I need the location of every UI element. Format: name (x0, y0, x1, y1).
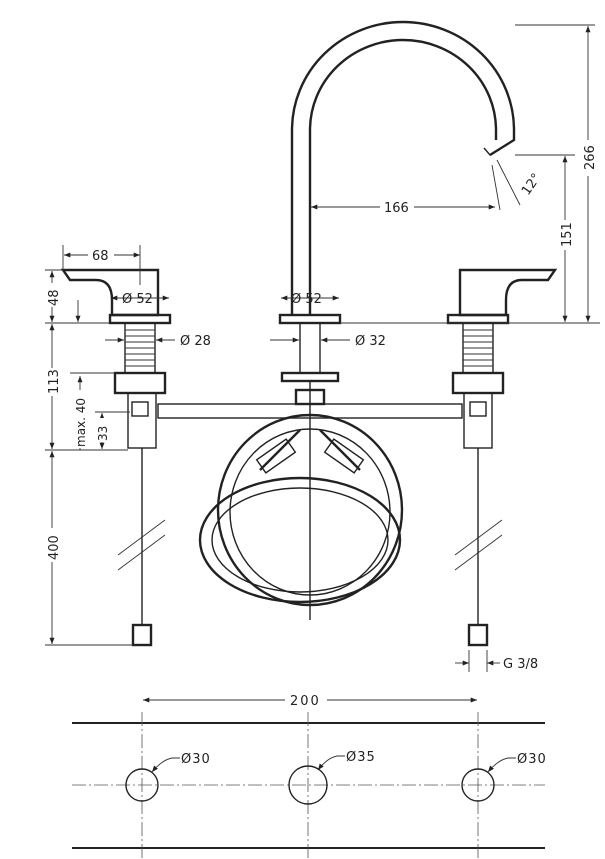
hole-center (288, 765, 328, 805)
hole-left-label: Ø30 (181, 752, 211, 767)
dim-handle-diameter: Ø 52 (122, 292, 153, 307)
hole-right-label: Ø30 (517, 752, 547, 767)
dim-hose-length: 400 (47, 535, 62, 560)
hole-pattern (72, 712, 545, 859)
dim-spout-reach: 166 (384, 201, 409, 216)
dim-max-thickness: max. 40 (74, 398, 88, 447)
dim-min-thickness: 33 (96, 426, 110, 441)
dim-spout-height: 151 (560, 222, 575, 247)
dimension-lines (45, 24, 600, 703)
dim-handle-length: 68 (92, 249, 109, 264)
dim-spout-shank-diameter: Ø 32 (355, 334, 386, 349)
hole-left (125, 768, 159, 802)
hole-center-label: Ø35 (346, 750, 376, 765)
left-handle (60, 268, 172, 647)
dim-handle-shank-diameter: Ø 28 (180, 334, 211, 349)
dim-shank-length: 113 (47, 369, 62, 394)
dim-spout-base-diameter: Ø 52 (291, 292, 322, 307)
right-handle (446, 268, 558, 647)
hole-right (461, 768, 495, 802)
dim-spout-angle: 12° (519, 171, 545, 198)
dim-connection: G 3/8 (503, 657, 538, 672)
connection-hoses (117, 388, 503, 607)
dim-handle-height: 48 (47, 289, 62, 306)
dim-total-height: 266 (583, 145, 598, 170)
spout (278, 20, 516, 620)
dim-spacing: 200 (290, 694, 321, 709)
